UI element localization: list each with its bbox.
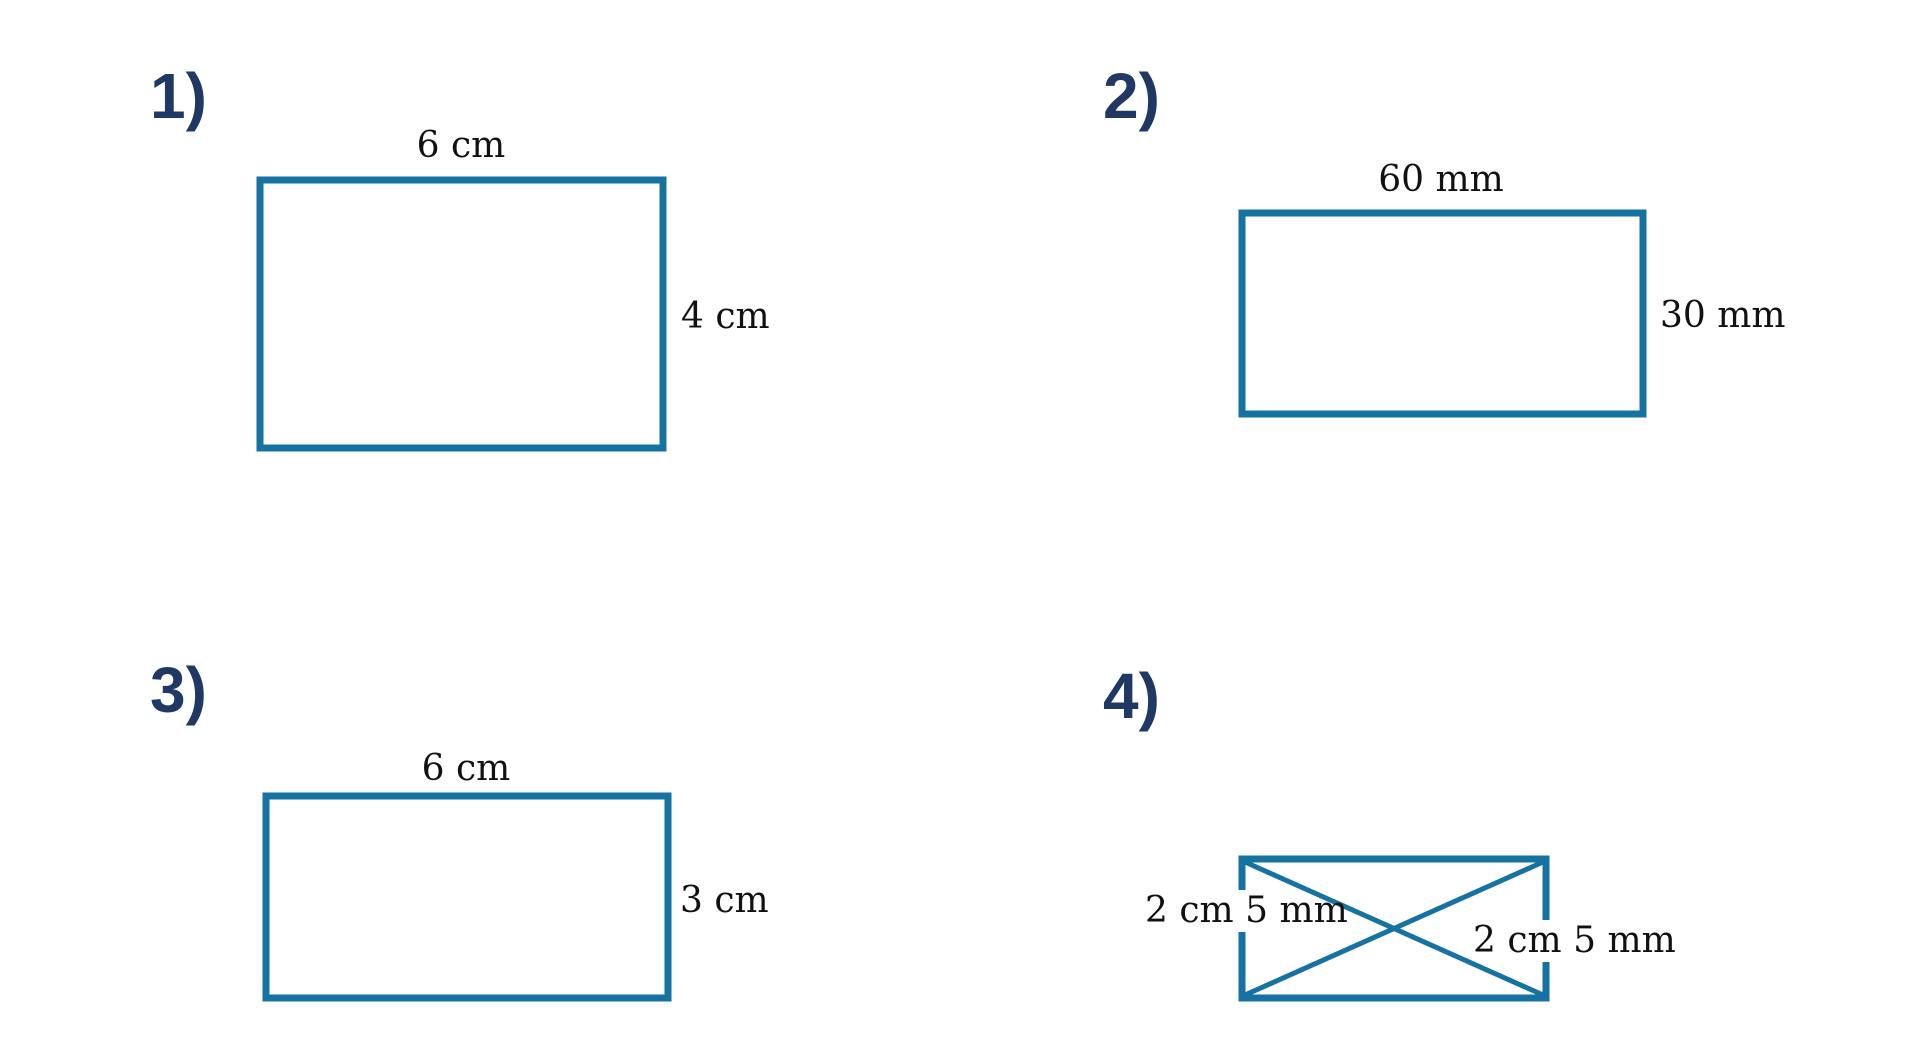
figure-2-top-label: 60 mm xyxy=(1378,159,1504,200)
figure-4-left-label: 2 cm 5 mm xyxy=(1145,890,1348,931)
figure-4: 4) 2 cm 5 mm 2 cm 5 mm xyxy=(1103,660,1676,1002)
label-gap xyxy=(1540,920,1554,962)
figure-1-side-label: 4 cm xyxy=(681,296,770,337)
figure-2-side-label: 30 mm xyxy=(1660,295,1786,336)
figure-3-top-label: 6 cm xyxy=(422,748,511,789)
figure-3: 3) 6 cm 3 cm xyxy=(150,654,769,1002)
figure-4-number: 4) xyxy=(1103,660,1160,732)
figure-3-rectangle xyxy=(262,792,672,1002)
figure-3-side-label: 3 cm xyxy=(680,880,769,921)
figure-1-rectangle xyxy=(256,176,667,452)
figure-1: 1) 6 cm 4 cm xyxy=(150,60,770,452)
figure-1-top-label: 6 cm xyxy=(417,125,506,166)
figure-2-number: 2) xyxy=(1103,60,1160,132)
figure-4-diagonal xyxy=(1243,859,1545,998)
figure-2-rectangle xyxy=(1238,209,1647,418)
label-gap xyxy=(1236,890,1250,932)
figure-1-number: 1) xyxy=(150,60,207,132)
figure-4-right-label: 2 cm 5 mm xyxy=(1473,920,1676,961)
figure-3-number: 3) xyxy=(150,654,207,726)
figure-2: 2) 60 mm 30 mm xyxy=(1103,60,1786,418)
